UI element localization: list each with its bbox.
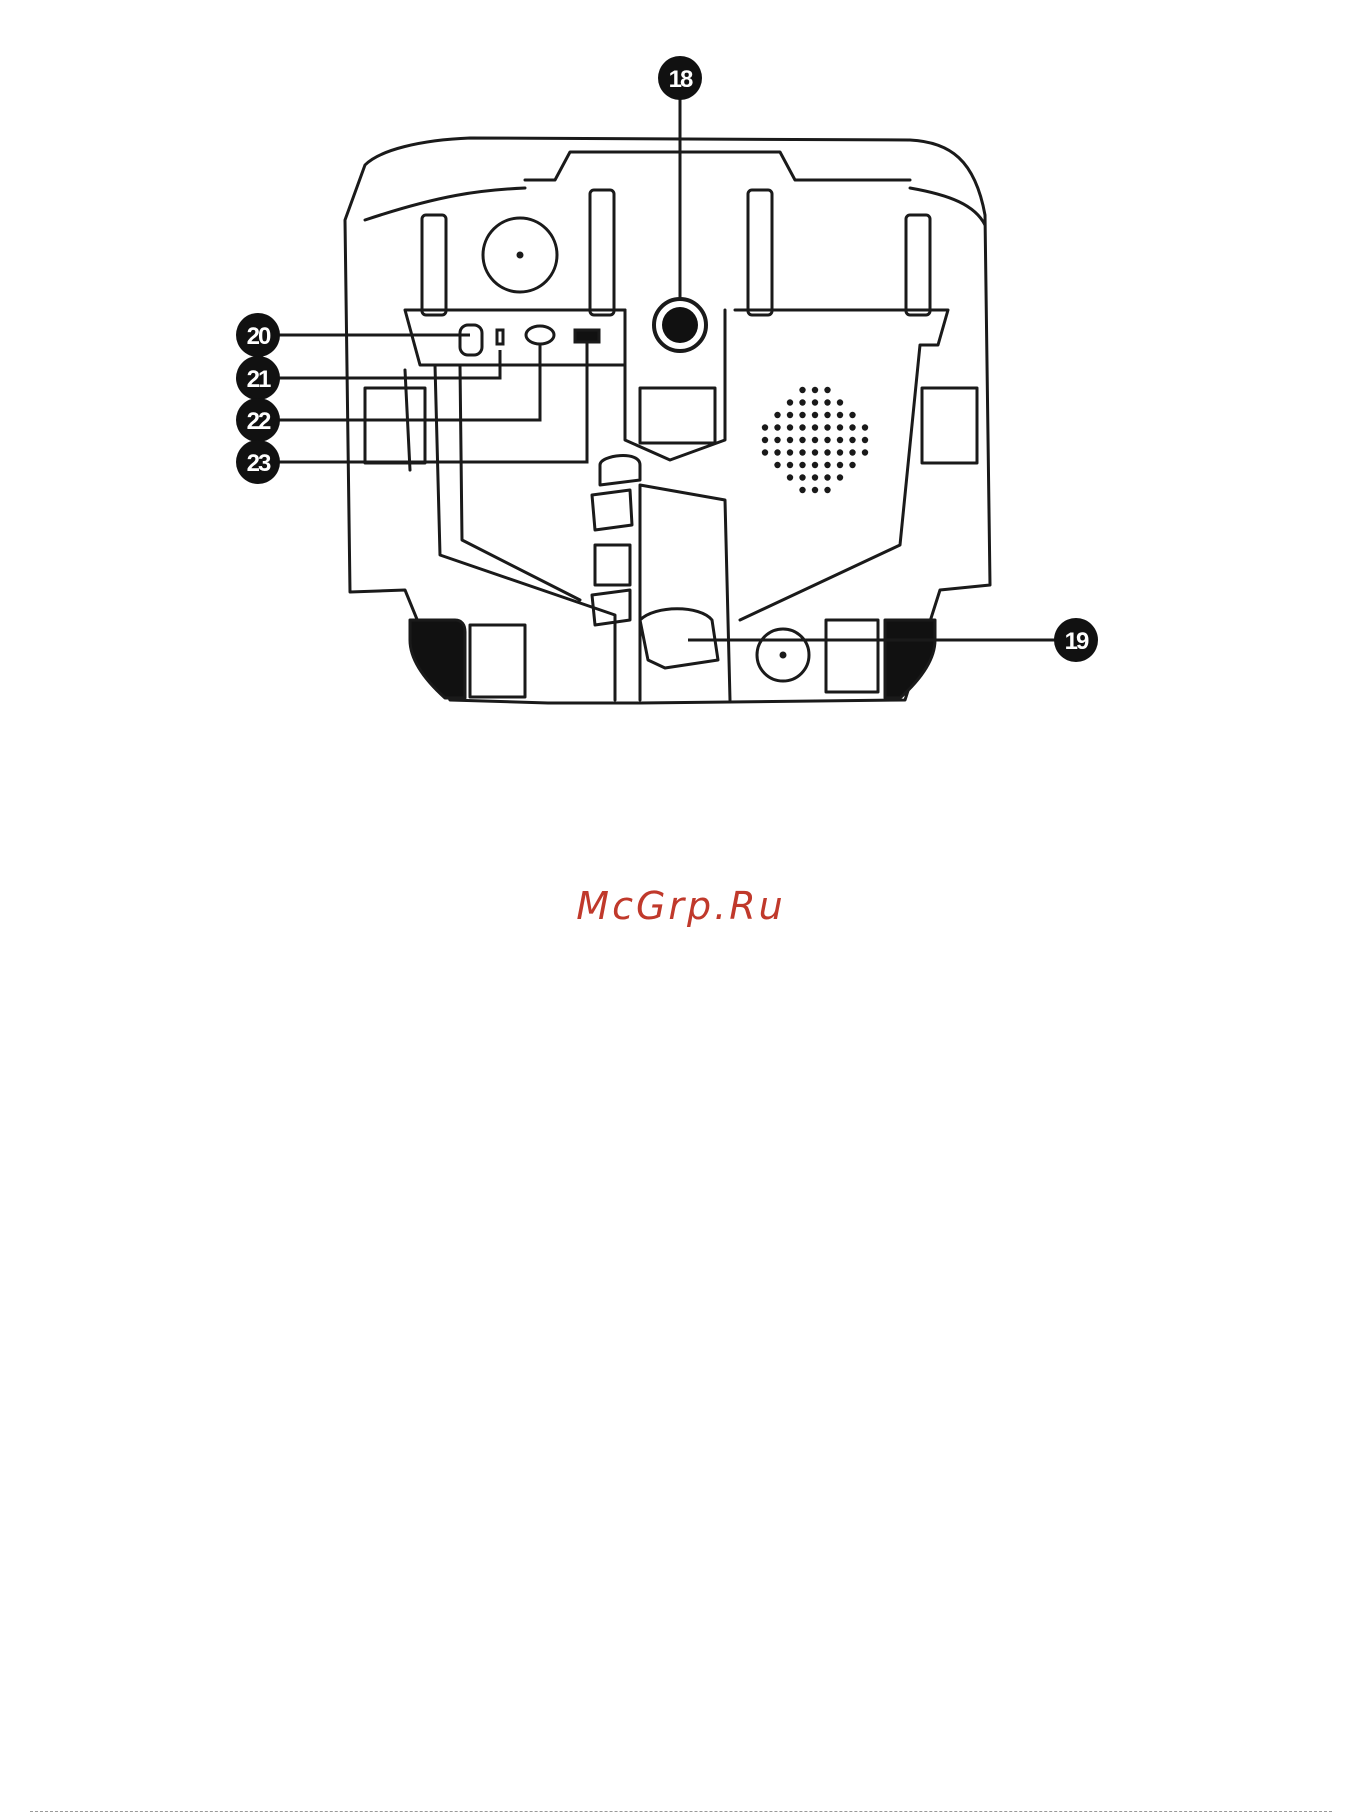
grille-dot	[774, 437, 780, 443]
top-notch	[525, 152, 910, 180]
grille-dot	[799, 399, 805, 405]
grille-dot	[762, 437, 768, 443]
grille-dot	[774, 462, 780, 468]
grille-dot	[812, 399, 818, 405]
grille-dot	[799, 424, 805, 430]
mount-tab-2	[590, 190, 614, 315]
grille-dot	[862, 437, 868, 443]
callout-19: 19	[1054, 618, 1098, 662]
grille-dot	[824, 449, 830, 455]
callout-23-label: 23	[247, 450, 271, 477]
screw-hole-top-center	[518, 253, 522, 257]
grille-dot	[774, 412, 780, 418]
grille-dot	[812, 449, 818, 455]
mount-tab-4	[906, 215, 930, 315]
callout-21: 21	[236, 356, 280, 400]
leader-22	[262, 344, 540, 420]
grille-dot	[824, 387, 830, 393]
grille-dot	[799, 462, 805, 468]
grille-dot	[824, 437, 830, 443]
grille-dot	[812, 487, 818, 493]
device-bottom-diagram: 18 19 20 21 22 23	[0, 0, 1362, 760]
grille-dot	[799, 412, 805, 418]
grille-dot	[824, 474, 830, 480]
footer-rule	[30, 1811, 1332, 1812]
grille-dot	[837, 462, 843, 468]
grille-dot	[812, 412, 818, 418]
grille-dot	[787, 474, 793, 480]
grille-dot	[799, 449, 805, 455]
screw-hole-bottom-center	[781, 653, 785, 657]
latch-stack	[592, 456, 640, 625]
grille-dot	[837, 474, 843, 480]
grille-dot	[849, 424, 855, 430]
grille-dot	[837, 437, 843, 443]
grille-dot	[824, 412, 830, 418]
grille-dot	[824, 487, 830, 493]
grille-dot	[837, 412, 843, 418]
foot-right	[885, 620, 935, 698]
grille-dot	[787, 424, 793, 430]
grille-dot	[862, 449, 868, 455]
grille-dot	[812, 437, 818, 443]
foot-right-pad	[826, 620, 878, 692]
grille-dot	[774, 449, 780, 455]
grille-dot	[824, 424, 830, 430]
grille-dot	[787, 449, 793, 455]
connectors	[460, 325, 599, 355]
upper-bar	[365, 188, 985, 225]
speaker-grille	[762, 387, 868, 493]
grille-dot	[812, 462, 818, 468]
right-channel	[640, 485, 730, 700]
grille-dot	[787, 437, 793, 443]
grille-dot	[837, 399, 843, 405]
grille-dot	[837, 424, 843, 430]
callout-18: 18	[658, 56, 702, 100]
callout-21-label: 21	[247, 366, 271, 393]
grille-dot	[812, 424, 818, 430]
left-window-top	[365, 388, 425, 463]
grille-dot	[799, 437, 805, 443]
grille-dot	[812, 387, 818, 393]
grille-dot	[824, 399, 830, 405]
callout-23: 23	[236, 440, 280, 484]
headset-jack-inner	[662, 307, 698, 343]
callout-22-label: 22	[247, 408, 271, 435]
watermark: McGrp.Ru	[0, 884, 1362, 928]
power-jack	[460, 325, 482, 355]
grille-dot	[849, 462, 855, 468]
grille-dot	[799, 474, 805, 480]
callout-20-label: 20	[247, 323, 271, 350]
grille-dot	[799, 387, 805, 393]
callout-20: 20	[236, 313, 280, 357]
grille-dot	[824, 462, 830, 468]
grille-dot	[762, 449, 768, 455]
mount-tab-1	[422, 215, 446, 315]
foot-left	[410, 620, 465, 698]
phone-jack	[575, 330, 599, 342]
wall-latch	[640, 609, 718, 668]
callout-18-label: 18	[669, 66, 693, 93]
right-window	[922, 388, 977, 463]
grille-dot	[774, 424, 780, 430]
mount-tab-3	[748, 190, 772, 315]
grille-dot	[787, 399, 793, 405]
grille-dot	[849, 437, 855, 443]
grille-dot	[862, 424, 868, 430]
callout-22: 22	[236, 398, 280, 442]
callout-19-label: 19	[1065, 628, 1089, 655]
indicator-led	[497, 330, 503, 344]
ir-button	[526, 326, 554, 344]
grille-dot	[762, 424, 768, 430]
grille-dot	[812, 474, 818, 480]
grille-dot	[799, 487, 805, 493]
grille-dot	[787, 412, 793, 418]
center-window	[640, 388, 715, 443]
grille-dot	[787, 462, 793, 468]
grille-dot	[849, 412, 855, 418]
grille-dot	[849, 449, 855, 455]
grille-dot	[837, 449, 843, 455]
foot-left-pad	[470, 625, 525, 697]
